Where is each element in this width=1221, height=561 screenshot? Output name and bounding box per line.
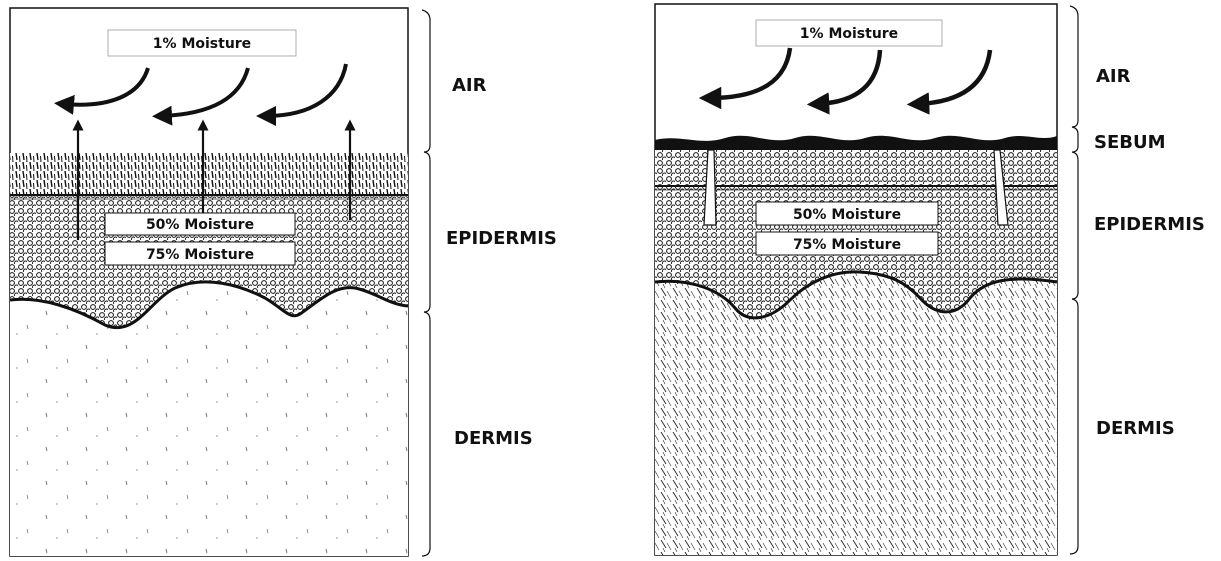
right-air-moisture-box: 1% Moisture <box>756 20 942 46</box>
left-lower-moisture-text: 75% Moisture <box>146 247 254 263</box>
right-label-epidermis: EPIDERMIS <box>1094 214 1205 235</box>
left-panel: 1% Moisture 50% Moisture 75% Moisture AI… <box>10 8 557 556</box>
left-dermis <box>10 282 408 556</box>
left-air-moisture-box: 1% Moisture <box>108 30 296 56</box>
left-stratum-corneum <box>10 153 408 195</box>
right-panel: 1% Moisture 50% Moisture 75% Moisture AI… <box>655 4 1205 555</box>
left-label-epidermis: EPIDERMIS <box>446 228 557 249</box>
right-upper-moisture-text: 50% Moisture <box>793 207 901 223</box>
right-layer-bracket <box>1070 6 1078 554</box>
left-layer-bracket <box>422 10 430 556</box>
right-label-dermis: DERMIS <box>1096 418 1175 439</box>
right-label-sebum: SEBUM <box>1094 132 1166 153</box>
left-upper-moisture-box: 50% Moisture <box>105 213 295 235</box>
left-lower-moisture-box: 75% Moisture <box>105 242 295 265</box>
right-air-moisture-text: 1% Moisture <box>800 26 898 42</box>
right-dermis <box>655 272 1057 555</box>
left-label-air: AIR <box>452 75 487 96</box>
left-label-dermis: DERMIS <box>454 428 533 449</box>
left-air-moisture-text: 1% Moisture <box>153 36 251 52</box>
right-lower-moisture-text: 75% Moisture <box>793 237 901 253</box>
right-label-air: AIR <box>1096 66 1131 87</box>
left-upper-moisture-text: 50% Moisture <box>146 217 254 233</box>
right-lower-moisture-box: 75% Moisture <box>756 232 938 255</box>
right-upper-moisture-box: 50% Moisture <box>756 202 938 225</box>
